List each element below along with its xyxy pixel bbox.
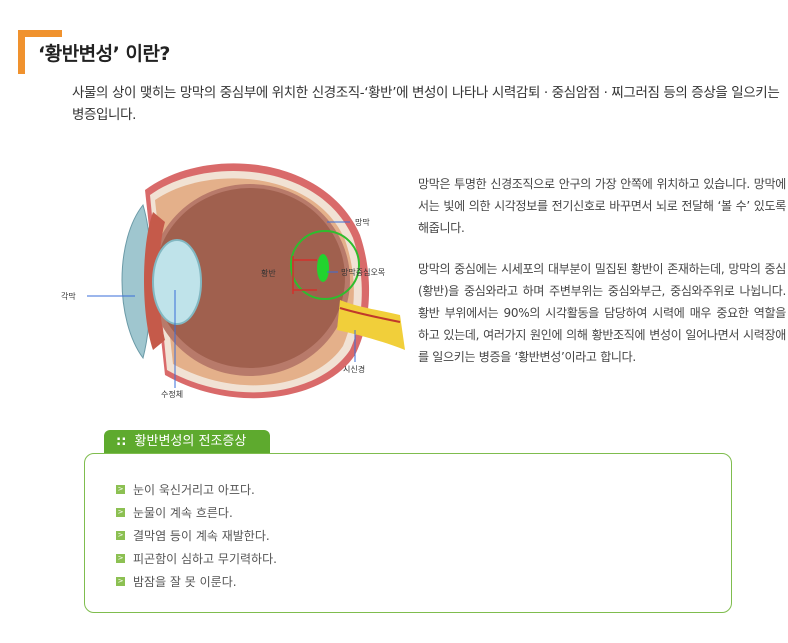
list-item: > 눈물이 계속 흐른다.: [116, 501, 277, 524]
bullet-icon: >: [116, 554, 125, 563]
description-paragraph-2: 망막의 중심에는 시세포의 대부분이 밀집된 황반이 존재하는데, 망막의 중심…: [418, 262, 786, 364]
label-cornea: 각막: [61, 291, 76, 301]
symptom-text: 결막염 등이 계속 재발한다.: [133, 529, 270, 543]
symptom-text: 눈이 욱신거리고 아프다.: [133, 483, 255, 497]
label-fovea: 망막중심오목: [341, 267, 385, 277]
list-item: > 결막염 등이 계속 재발한다.: [116, 524, 277, 547]
symptoms-tab: :: 황반변성의 전조증상: [104, 430, 270, 454]
page-title: ‘황반변성’ 이란?: [38, 43, 170, 65]
eye-anatomy-diagram: 망막 황반 망막중심오목 각막 수정체 시신경: [55, 150, 415, 410]
description-paragraph-1: 망막은 투명한 신경조직으로 안구의 가장 안쪽에 위치하고 있습니다. 망막에…: [418, 177, 786, 235]
title-bracket-decoration: [18, 30, 62, 74]
lens-shape: [152, 239, 202, 325]
label-retina: 망막: [355, 217, 370, 227]
list-item: > 눈이 욱신거리고 아프다.: [116, 478, 277, 501]
symptoms-title: 황반변성의 전조증상: [134, 434, 247, 449]
list-item: > 밤잠을 잘 못 이룬다.: [116, 570, 277, 593]
symptom-text: 밤잠을 잘 못 이룬다.: [133, 575, 237, 589]
symptoms-box: [84, 453, 732, 613]
bullet-icon: >: [116, 508, 125, 517]
symptoms-list: > 눈이 욱신거리고 아프다. > 눈물이 계속 흐른다. > 결막염 등이 계속 재…: [116, 478, 277, 593]
symptom-text: 피곤함이 심하고 무기력하다.: [133, 552, 277, 566]
fovea-circle: [290, 230, 360, 300]
intro-text: 사물의 상이 맺히는 망막의 중심부에 위치한 신경조직-‘황반’에 변성이 나…: [72, 85, 780, 123]
label-macula: 황반: [261, 268, 276, 278]
label-optic-nerve: 시신경: [343, 364, 365, 374]
bullet-icon: >: [116, 531, 125, 540]
symptom-text: 눈물이 계속 흐른다.: [133, 506, 233, 520]
list-item: > 피곤함이 심하고 무기력하다.: [116, 547, 277, 570]
bullet-icon: >: [116, 485, 125, 494]
label-lens: 수정체: [161, 389, 183, 399]
bullet-icon: >: [116, 577, 125, 586]
tab-dots-icon: ::: [116, 434, 127, 449]
